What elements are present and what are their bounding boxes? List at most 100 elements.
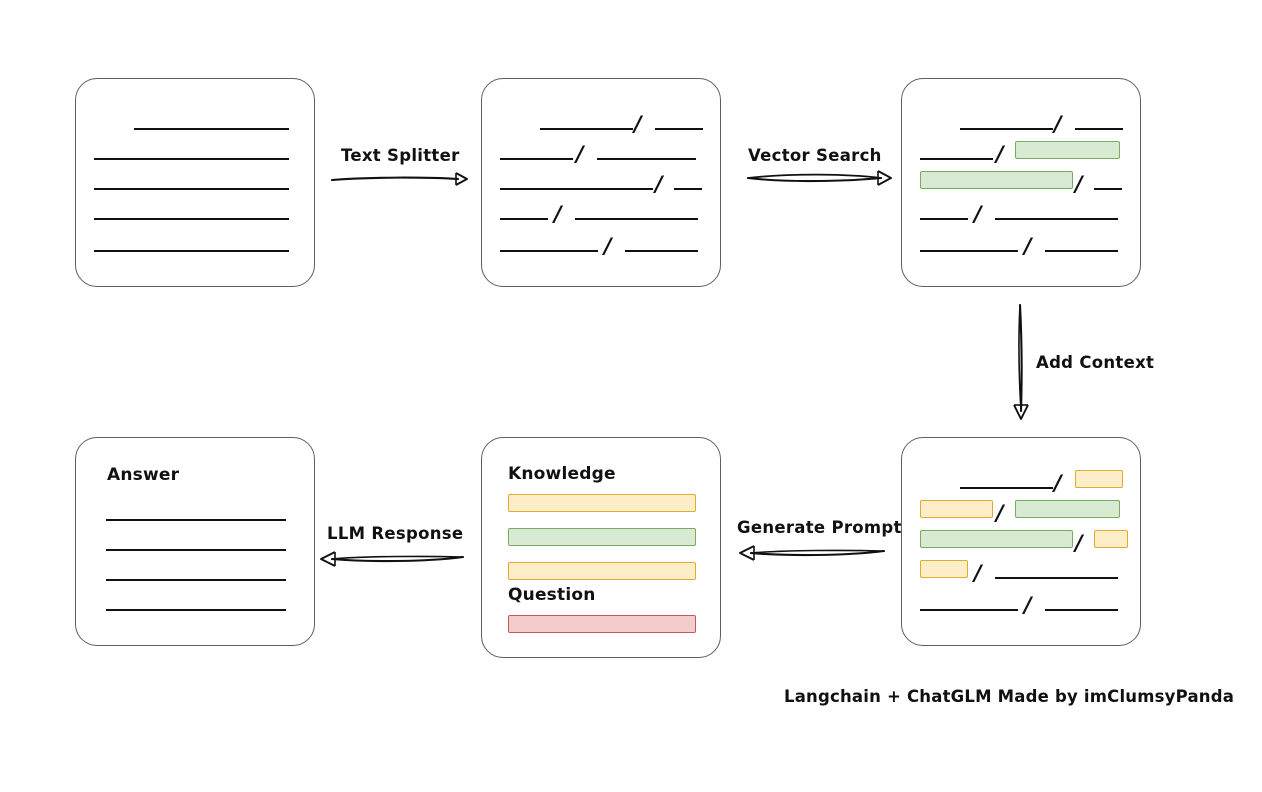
answer-label: Answer bbox=[107, 465, 180, 485]
text-line-segment bbox=[920, 218, 968, 220]
text-line-segment bbox=[500, 250, 598, 252]
question-label: Question bbox=[508, 585, 596, 605]
text-line-segment bbox=[1045, 250, 1118, 252]
knowledge-bar-2 bbox=[508, 528, 696, 546]
highlight-chip-green bbox=[920, 530, 1073, 548]
text-line-row: / bbox=[482, 169, 720, 196]
knowledge-label: Knowledge bbox=[508, 464, 616, 484]
node-matched-chunks[interactable]: / / / / / bbox=[901, 78, 1141, 287]
text-line-row: / bbox=[902, 468, 1140, 495]
text-line-row: / bbox=[902, 109, 1140, 136]
chunk-separator-slash: / bbox=[1054, 471, 1062, 495]
text-line-segment bbox=[94, 188, 289, 190]
text-line-segment bbox=[106, 609, 286, 611]
highlight-chip-yellow bbox=[1075, 470, 1123, 488]
text-line-segment bbox=[1094, 188, 1122, 190]
arrow-label-generate-prompt: Generate Prompt bbox=[737, 518, 902, 537]
text-line-row: / bbox=[902, 558, 1140, 585]
arrow-vector-search bbox=[746, 170, 892, 186]
text-line-segment bbox=[655, 128, 703, 130]
text-line-row: / bbox=[902, 231, 1140, 258]
text-line-segment bbox=[106, 579, 286, 581]
text-line-segment bbox=[920, 250, 1018, 252]
text-line-segment bbox=[1045, 609, 1118, 611]
text-line-segment bbox=[94, 218, 289, 220]
arrow-label-text-splitter: Text Splitter bbox=[341, 146, 460, 165]
text-line-row: / bbox=[902, 528, 1140, 555]
arrow-label-add-context: Add Context bbox=[1036, 353, 1155, 372]
text-line-segment bbox=[960, 128, 1053, 130]
chunk-separator-slash: / bbox=[996, 142, 1004, 166]
highlight-chip-green bbox=[1015, 141, 1120, 159]
chunk-separator-slash: / bbox=[1024, 593, 1032, 617]
text-line-segment bbox=[597, 158, 696, 160]
text-line-segment bbox=[575, 218, 698, 220]
knowledge-bar-3 bbox=[508, 562, 696, 580]
footer-credit: Langchain + ChatGLM Made by imClumsyPand… bbox=[784, 687, 1235, 706]
text-line-segment bbox=[94, 250, 289, 252]
node-split-chunks[interactable]: / / / / / bbox=[481, 78, 721, 287]
arrow-generate-prompt bbox=[739, 545, 886, 561]
node-answer[interactable]: Answer bbox=[75, 437, 315, 646]
chunk-separator-slash: / bbox=[1075, 531, 1083, 555]
node-source-document[interactable] bbox=[75, 78, 315, 287]
highlight-chip-green bbox=[1015, 500, 1120, 518]
text-line-segment bbox=[94, 158, 289, 160]
text-line-row: / bbox=[482, 139, 720, 166]
chunk-separator-slash: / bbox=[974, 202, 982, 226]
text-line-segment bbox=[106, 519, 286, 521]
node-context-chunks[interactable]: / / / / / bbox=[901, 437, 1141, 646]
chunk-separator-slash: / bbox=[604, 234, 612, 258]
text-line-segment bbox=[674, 188, 702, 190]
node-prompt[interactable]: Knowledge Question bbox=[481, 437, 721, 658]
text-line-segment bbox=[500, 218, 548, 220]
text-line-row bbox=[76, 139, 314, 163]
arrow-llm-response bbox=[320, 551, 465, 567]
arrow-add-context bbox=[1013, 303, 1029, 420]
arrow-label-llm-response: LLM Response bbox=[327, 524, 464, 543]
text-line-segment bbox=[920, 158, 993, 160]
text-line-row bbox=[76, 169, 314, 193]
text-line-segment bbox=[540, 128, 633, 130]
text-line-row: / bbox=[902, 139, 1140, 166]
text-line-segment bbox=[500, 158, 573, 160]
chunk-separator-slash: / bbox=[1024, 234, 1032, 258]
text-line-row: / bbox=[482, 199, 720, 226]
text-line-row bbox=[76, 590, 314, 614]
chunk-separator-slash: / bbox=[634, 112, 642, 136]
text-line-row: / bbox=[902, 169, 1140, 196]
text-line-row bbox=[76, 231, 314, 255]
text-line-row: / bbox=[482, 109, 720, 136]
arrow-text-splitter bbox=[330, 172, 468, 186]
chunk-separator-slash: / bbox=[554, 202, 562, 226]
chunk-separator-slash: / bbox=[1075, 172, 1083, 196]
text-line-row: / bbox=[902, 590, 1140, 617]
chunk-separator-slash: / bbox=[655, 172, 663, 196]
text-line-segment bbox=[1075, 128, 1123, 130]
text-line-row bbox=[76, 530, 314, 554]
highlight-chip-yellow bbox=[920, 560, 968, 578]
text-line-row: / bbox=[482, 231, 720, 258]
text-line-segment bbox=[995, 577, 1118, 579]
text-line-row: / bbox=[902, 498, 1140, 524]
text-line-segment bbox=[500, 188, 653, 190]
text-line-segment bbox=[960, 487, 1053, 489]
chunk-separator-slash: / bbox=[974, 561, 982, 585]
highlight-chip-yellow bbox=[1094, 530, 1128, 548]
text-line-segment bbox=[995, 218, 1118, 220]
chunk-separator-slash: / bbox=[1054, 112, 1062, 136]
text-line-row bbox=[76, 560, 314, 584]
question-bar-1 bbox=[508, 615, 696, 633]
text-line-segment bbox=[134, 128, 289, 130]
text-line-segment bbox=[625, 250, 698, 252]
highlight-chip-yellow bbox=[920, 500, 993, 518]
arrow-label-vector-search: Vector Search bbox=[748, 146, 882, 165]
knowledge-bar-1 bbox=[508, 494, 696, 512]
chunk-separator-slash: / bbox=[576, 142, 584, 166]
text-line-row bbox=[76, 500, 314, 524]
text-line-row bbox=[76, 109, 314, 133]
text-line-row: / bbox=[902, 199, 1140, 226]
text-line-segment bbox=[920, 609, 1018, 611]
text-line-segment bbox=[106, 549, 286, 551]
